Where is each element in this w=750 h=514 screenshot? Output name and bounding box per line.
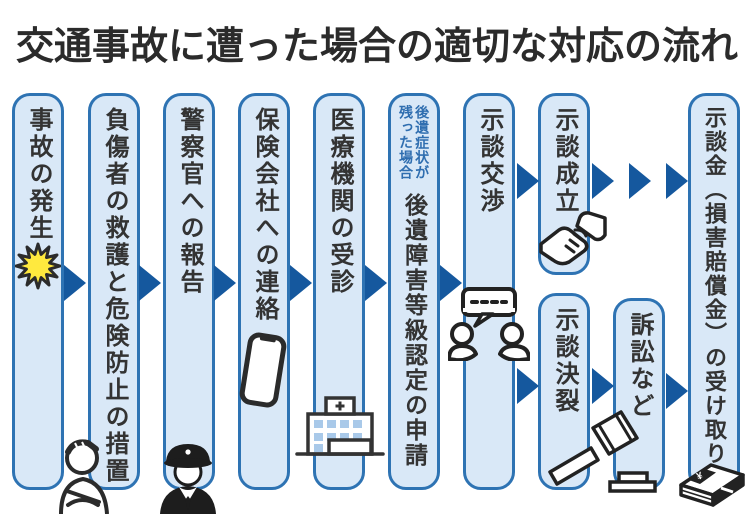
step-condition-note: 後遺症状が 残った場合 <box>398 105 430 181</box>
flow-arrow <box>365 265 387 301</box>
flow-arrow <box>592 368 614 404</box>
page-title: 交通事故に遭った場合の適切な対応の流れ <box>16 26 739 68</box>
step-lawsuit: 訴訟など <box>613 298 665 490</box>
smartphone-icon <box>237 330 288 409</box>
flow-arrow <box>64 265 86 301</box>
step-label: 医療機関の受診 <box>326 107 353 296</box>
flow-arrow <box>592 163 614 199</box>
step-label: 示談金（損害賠償金）の受け取り <box>702 106 727 466</box>
step-label: 警察官への報告 <box>176 107 203 296</box>
step-disability-certification: 後遺症状が 残った場合 後遺障害等級認定の申請 <box>388 93 440 490</box>
flow-arrow <box>139 265 161 301</box>
step-label: 事故の発生 <box>25 107 52 242</box>
step-rescue: 負傷者の救護と危険防止の措置 <box>88 93 140 490</box>
explosion-icon <box>14 242 62 290</box>
injured-person-icon <box>54 434 114 514</box>
step-label: 保険会社への連絡 <box>251 107 278 323</box>
negotiation-icon <box>447 287 531 363</box>
hospital-icon <box>295 392 385 458</box>
step-label: 後遺障害等級認定の申請 <box>401 193 428 468</box>
yen-symbol: ¥ <box>695 470 704 482</box>
flow-arrow <box>290 265 312 301</box>
flow-arrow <box>666 163 688 199</box>
flow-arrow <box>517 163 539 199</box>
flow-arrow <box>666 373 688 409</box>
gavel-icon <box>547 410 657 494</box>
step-accident: 事故の発生 <box>12 93 64 490</box>
flow-arrow <box>517 368 539 404</box>
step-insurance-contact: 保険会社への連絡 <box>238 93 290 490</box>
flow-arrow <box>440 265 462 301</box>
flow-arrow <box>214 265 236 301</box>
handshake-icon <box>539 210 607 272</box>
step-label: 負傷者の救護と危険防止の措置 <box>101 107 128 485</box>
note-line: 残った場合 <box>398 105 414 180</box>
step-label: 訴訟など <box>626 312 653 420</box>
step-label: 示談決裂 <box>551 307 578 415</box>
step-label: 示談交渉 <box>476 107 503 215</box>
step-compensation: 示談金（損害賠償金）の受け取り <box>688 93 740 490</box>
step-label: 示談成立 <box>551 107 578 215</box>
money-icon: ¥ <box>675 459 747 511</box>
note-line: 後遺症状が <box>414 105 431 180</box>
step-police-report: 警察官への報告 <box>163 93 215 490</box>
police-officer-icon <box>158 440 218 514</box>
flow-arrow <box>629 163 651 199</box>
